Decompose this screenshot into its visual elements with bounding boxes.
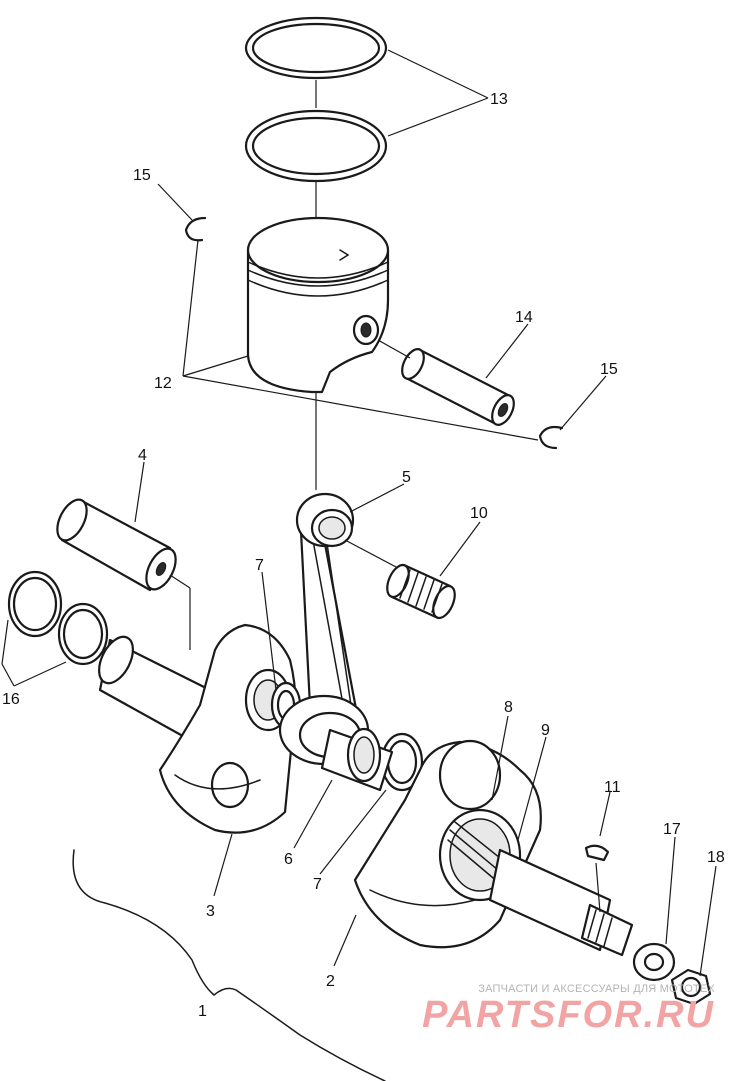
watermark-tagline: ЗАПЧАСТИ И АКСЕССУАРЫ ДЛЯ МОТОТЕХ [478,983,715,995]
thrust-washer-right [380,732,424,792]
piston-pin [401,348,515,426]
watermark-logo: PARTSFOR.RU [422,994,715,1036]
callout-3: 3 [206,903,215,920]
callout-17: 17 [663,821,681,838]
needle-bearing-small-end [386,563,456,620]
callout-1: 1 [198,1003,207,1020]
callout-15-lower: 15 [600,361,618,378]
callout-7-lower: 7 [313,876,322,893]
piston-ring-lower [244,109,388,183]
callout-13: 13 [490,91,508,108]
callout-15-upper: 15 [133,167,151,184]
connecting-rod [278,492,370,766]
main-bearing-sleeve [56,498,177,592]
watermark: ЗАПЧАСТИ И АКСЕССУАРЫ ДЛЯ МОТОТЕХ PARTSF… [415,983,715,1035]
woodruff-key [584,844,610,862]
oil-seal-inner [57,602,109,666]
callout-11: 11 [604,779,621,796]
crankshaft-left-half [98,623,297,834]
callout-12: 12 [154,375,172,392]
oil-seal-outer [7,570,63,638]
crank-pin [320,727,394,792]
piston-ring-upper [244,16,388,80]
circlip-lower [538,425,564,450]
callout-16: 16 [2,691,20,708]
callout-5: 5 [402,469,411,486]
callout-14: 14 [515,309,533,326]
callout-2: 2 [326,973,335,990]
callout-9: 9 [541,722,550,739]
callout-6: 6 [284,851,293,868]
callout-4: 4 [138,447,147,464]
piston [246,216,390,394]
circlip-upper [184,216,207,242]
flat-washer [632,942,676,982]
callout-10: 10 [470,505,488,522]
callout-8: 8 [504,699,513,716]
assembly-bracket [72,849,386,1081]
crankshaft-right-half [353,739,634,957]
callout-18: 18 [707,849,725,866]
callout-7-upper: 7 [255,557,264,574]
hex-nut [670,968,712,1006]
